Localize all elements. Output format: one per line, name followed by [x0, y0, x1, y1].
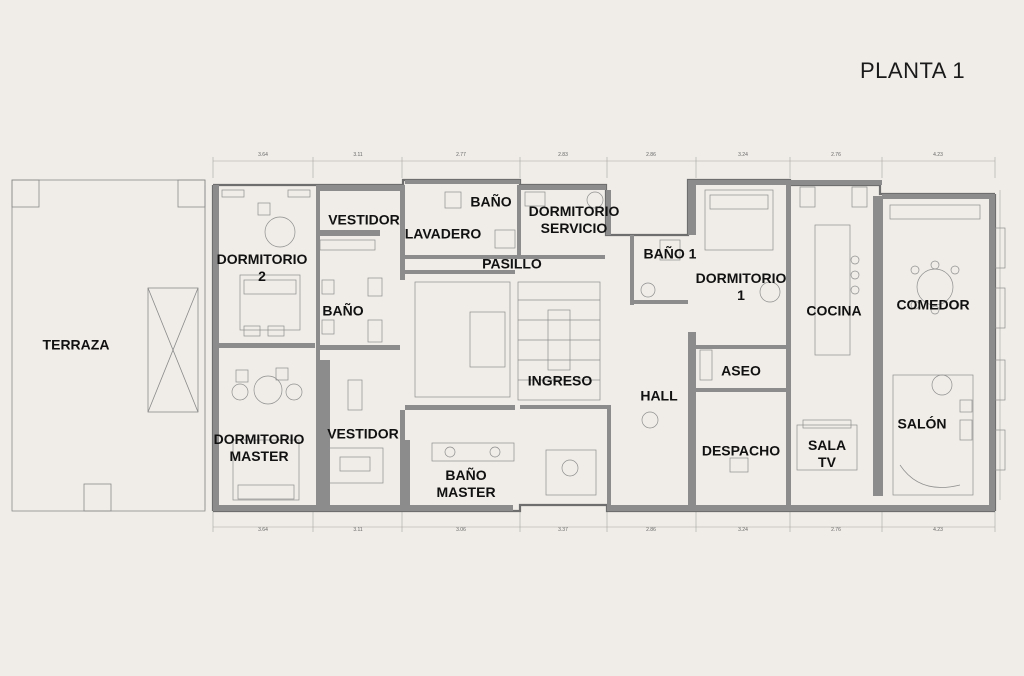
room-label-cocina: COCINA [806, 302, 862, 319]
room-label-aseo: ASEO [721, 362, 761, 379]
dim-top: 2.83 [558, 152, 568, 158]
dim-bottom: 4.23 [933, 527, 943, 533]
room-label-pasillo: PASILLO [482, 255, 542, 272]
dim-bottom: 2.76 [831, 527, 841, 533]
room-label-bano: BAÑO [322, 302, 364, 319]
dim-bottom: 3.37 [558, 527, 568, 533]
dim-top: 2.77 [456, 152, 466, 158]
room-label-dormitorio-1: DORMITORIO 1 [695, 270, 787, 303]
plan-title: PLANTA 1 [860, 58, 966, 83]
dim-top: 3.64 [258, 152, 268, 158]
room-label-dormitorio-master: DORMITORIO MASTER [213, 431, 305, 464]
dim-top: 3.24 [738, 152, 748, 158]
room-label-sala-tv: SALA TV [807, 437, 847, 470]
dim-top: 3.11 [353, 152, 363, 158]
room-label-bano-master: BAÑO MASTER [436, 467, 496, 500]
dim-bottom: 3.24 [738, 527, 748, 533]
room-label-salon: SALÓN [897, 415, 947, 432]
dim-bottom: 3.11 [353, 527, 363, 533]
dim-top: 4.23 [933, 152, 943, 158]
room-label-lavadero: LAVADERO [404, 225, 482, 242]
room-label-vestidor-2: VESTIDOR [327, 425, 399, 442]
room-label-terraza: TERRAZA [42, 336, 110, 353]
room-label-comedor: COMEDOR [896, 296, 970, 313]
room-label-dormitorio-2: DORMITORIO 2 [216, 251, 308, 284]
dim-bottom: 3.64 [258, 527, 268, 533]
room-label-despacho: DESPACHO [701, 442, 781, 459]
furniture [221, 186, 1006, 501]
thick-walls [213, 180, 995, 511]
room-label-vestidor: VESTIDOR [328, 211, 400, 228]
dim-top: 2.86 [646, 152, 656, 158]
terraza-area [11, 179, 206, 512]
room-label-ingreso: INGRESO [527, 372, 593, 389]
room-label-bano-2: BAÑO [470, 193, 512, 210]
dim-bottom: 2.86 [646, 527, 656, 533]
dim-top: 2.76 [831, 152, 841, 158]
dim-bottom: 3.06 [456, 527, 466, 533]
room-label-hall: HALL [640, 387, 678, 404]
room-label-dormitorio-servicio: DORMITORIO SERVICIO [528, 203, 620, 236]
room-label-bano-1: BAÑO 1 [643, 245, 697, 262]
